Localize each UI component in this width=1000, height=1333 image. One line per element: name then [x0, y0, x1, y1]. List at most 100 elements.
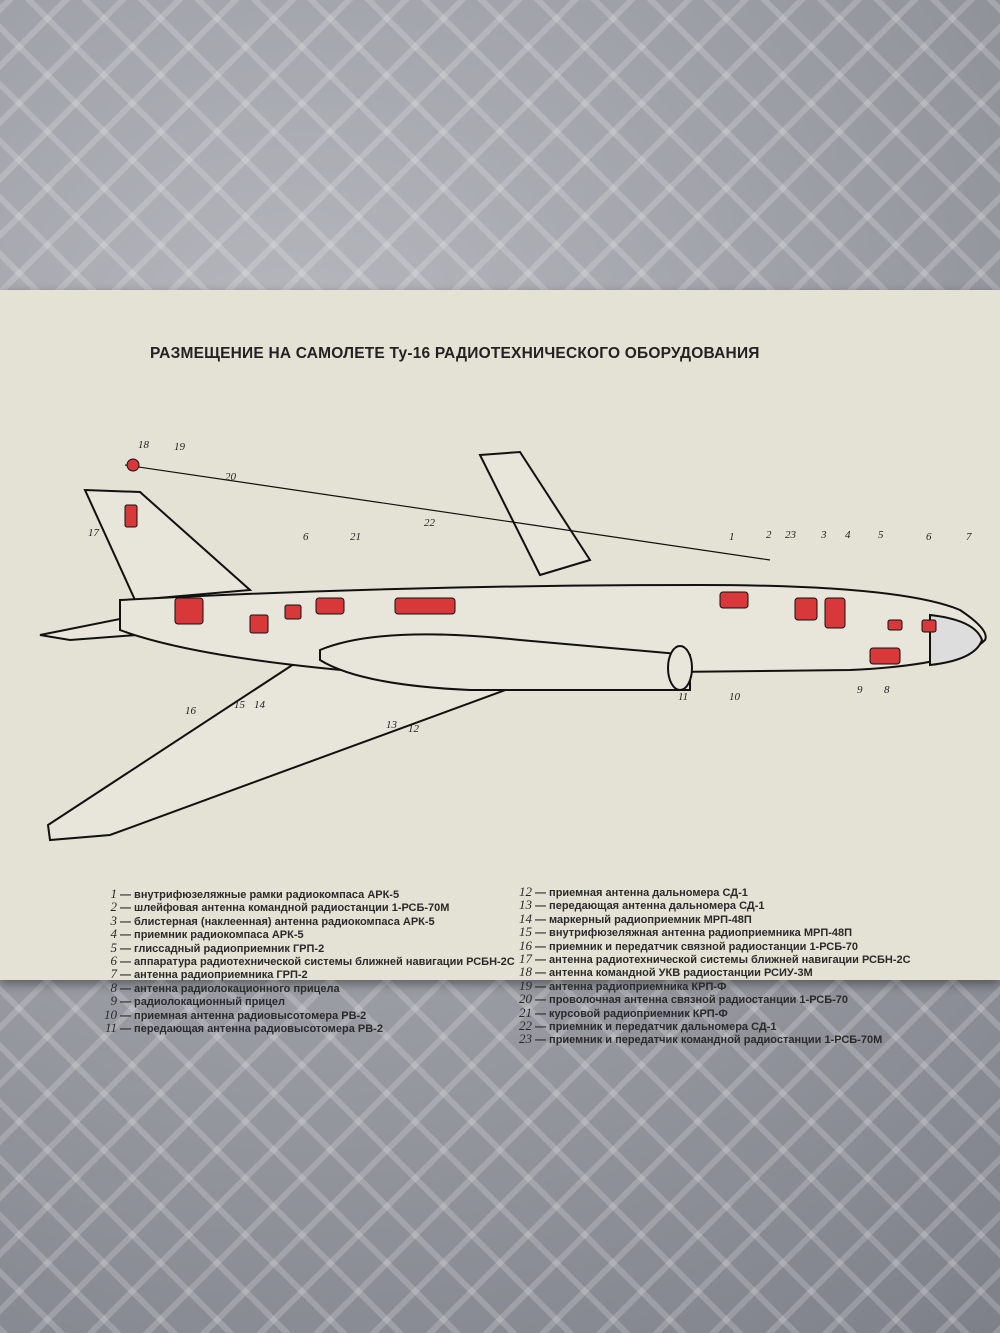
callout: 15: [234, 699, 246, 711]
callout: 9: [857, 684, 863, 696]
legend-text: — шлейфовая антенна командной радиостанц…: [120, 902, 450, 915]
legend-number: 10: [104, 1006, 117, 1022]
legend-number: 6: [110, 953, 118, 969]
callout: 18: [138, 439, 150, 451]
legend-number: 7: [110, 966, 118, 982]
right-wing: [478, 450, 592, 577]
callout: 12: [408, 723, 420, 735]
legend-item: 9— радиолокационный прицел: [95, 993, 515, 1009]
callout: 11: [678, 691, 688, 703]
legend-text: — аппаратура радиотехнической системы бл…: [120, 956, 515, 969]
legend-text: — антенна радиоприемника КРП-Ф: [535, 980, 727, 993]
legend-text: — маркерный радиоприемник МРП-48П: [535, 913, 752, 926]
legend-number: 22: [519, 1018, 532, 1034]
legend-text: — блистерная (наклеенная) антенна радиок…: [120, 915, 435, 928]
unit-16: [174, 597, 204, 625]
legend-number: 1: [110, 886, 118, 901]
legend-text: — приемник радиокомпаса АРК-5: [120, 929, 304, 942]
callout: 20: [225, 471, 237, 483]
legend-number: 18: [519, 964, 532, 980]
legend-number: 14: [519, 910, 532, 926]
legend-item: 1— внутрифюзеляжные рамки радиокомпаса А…: [95, 886, 515, 901]
legend-item: 16— приемник и передатчик связной радиос…: [510, 938, 911, 953]
legend-text: — передающая антенна радиовысотомера РВ-…: [120, 1023, 383, 1036]
legend-text: — антенна командной УКВ радиостанции РСИ…: [535, 967, 813, 980]
legend-text: — глиссадный радиоприемник ГРП-2: [120, 942, 325, 955]
legend-number: 9: [110, 993, 118, 1009]
legend-number: 21: [519, 1004, 532, 1020]
callout-labels: 18 19 20 17 6 21 22 16 15 14 13 12 1 2 2…: [88, 439, 972, 735]
callout: 1: [729, 531, 735, 543]
legend-number: 3: [110, 912, 118, 928]
callout: 6: [303, 531, 309, 543]
callout: 19: [174, 441, 186, 453]
legend-number: 17: [519, 951, 532, 967]
callout: 2: [766, 529, 772, 541]
legend-text: — антенна радиоприемника ГРП-2: [120, 969, 308, 982]
equipment-units: [124, 458, 937, 665]
legend-item: 11— передающая антенна радиовысотомера Р…: [95, 1020, 515, 1036]
legend-text: — внутрифюзеляжная антенна радиоприемник…: [535, 927, 853, 940]
callout: 22: [424, 517, 436, 529]
callout: 13: [386, 719, 398, 731]
legend-number: 5: [110, 939, 118, 955]
legend-number: 2: [110, 899, 118, 915]
legend-item: 13— передающая антенна дальномера СД-1: [510, 897, 911, 913]
legend-number: 15: [519, 924, 532, 940]
legend-text: — приемник и передатчик дальномера СД-1: [535, 1021, 777, 1034]
legend-text: — приемник и передатчик командной радиос…: [535, 1034, 883, 1047]
unit-5: [887, 619, 903, 631]
legend-item: 20— проволочная антенна связной радиоста…: [510, 992, 911, 1006]
legend-item: 15— внутрифюзеляжная антенна радиоприемн…: [510, 924, 911, 940]
legend-item: 19— антенна радиоприемника КРП-Ф: [510, 977, 911, 993]
legend-number: 11: [104, 1020, 117, 1036]
unit-21: [315, 597, 345, 615]
unit-1: [719, 591, 749, 609]
legend-item: 18— антенна командной УКВ радиостанции Р…: [510, 964, 911, 980]
callout: 7: [966, 531, 972, 543]
legend-text: — антенна радиолокационного прицела: [120, 982, 340, 995]
callout: 17: [88, 527, 100, 539]
tail-antenna-wire: [124, 464, 771, 561]
legend-item: 14— маркерный радиоприемник МРП-48П: [510, 910, 911, 926]
legend-text: — антенна радиотехнической системы ближн…: [535, 954, 911, 967]
legend-item: 6— аппаратура радиотехнической системы б…: [95, 953, 515, 969]
legend-item: 2— шлейфовая антенна командной радиостан…: [95, 899, 515, 915]
legend-text: — приемник и передатчик связной радиоста…: [535, 940, 859, 953]
legend-number: 13: [519, 897, 532, 913]
legend-item: 5— глиссадный радиоприемник ГРП-2: [95, 939, 515, 955]
unit-17: [124, 504, 138, 528]
legend-item: 21— курсовой радиоприемник КРП-Ф: [510, 1004, 911, 1020]
callout: 10: [729, 691, 741, 703]
legend-left-column: 1— внутрифюзеляжные рамки радиокомпаса А…: [95, 886, 515, 1036]
legend-item: 17— антенна радиотехнической системы бли…: [510, 951, 911, 967]
unit-22: [394, 597, 456, 615]
unit-4: [824, 597, 846, 629]
legend-item: 12— приемная антенна дальномера СД-1: [510, 884, 911, 899]
legend-text: — передающая антенна дальномера СД-1: [535, 900, 765, 913]
callout: 4: [845, 529, 851, 541]
legend-item: 4— приемник радиокомпаса АРК-5: [95, 926, 515, 942]
callout: 14: [254, 699, 266, 711]
unit-18: [126, 458, 140, 472]
tail-fin: [83, 488, 253, 602]
legend-number: 4: [110, 926, 118, 942]
legend-number: 12: [519, 884, 532, 899]
unit-23: [794, 597, 818, 621]
legend-text: — курсовой радиоприемник КРП-Ф: [535, 1007, 728, 1020]
legend-number: 23: [519, 1031, 532, 1047]
legend-text: — внутрифюзеляжные рамки радиокомпаса АР…: [120, 889, 400, 901]
callout: 21: [350, 531, 361, 543]
poster-title: РАЗМЕЩЕНИЕ НА САМОЛЕТЕ Ту-16 РАДИОТЕХНИЧ…: [150, 345, 760, 362]
unit-6: [284, 604, 302, 620]
legend-number: 19: [519, 977, 532, 993]
legend-number: 8: [110, 979, 118, 995]
callout: 6: [926, 531, 932, 543]
legend-text: — радиолокационный прицел: [120, 996, 286, 1009]
legend-item: 23— приемник и передатчик командной ради…: [510, 1031, 911, 1047]
callout: 3: [820, 529, 827, 541]
nose-glazing: [929, 613, 984, 667]
legend-text: — приемная антенна радиовысотомера РВ-2: [120, 1009, 367, 1022]
